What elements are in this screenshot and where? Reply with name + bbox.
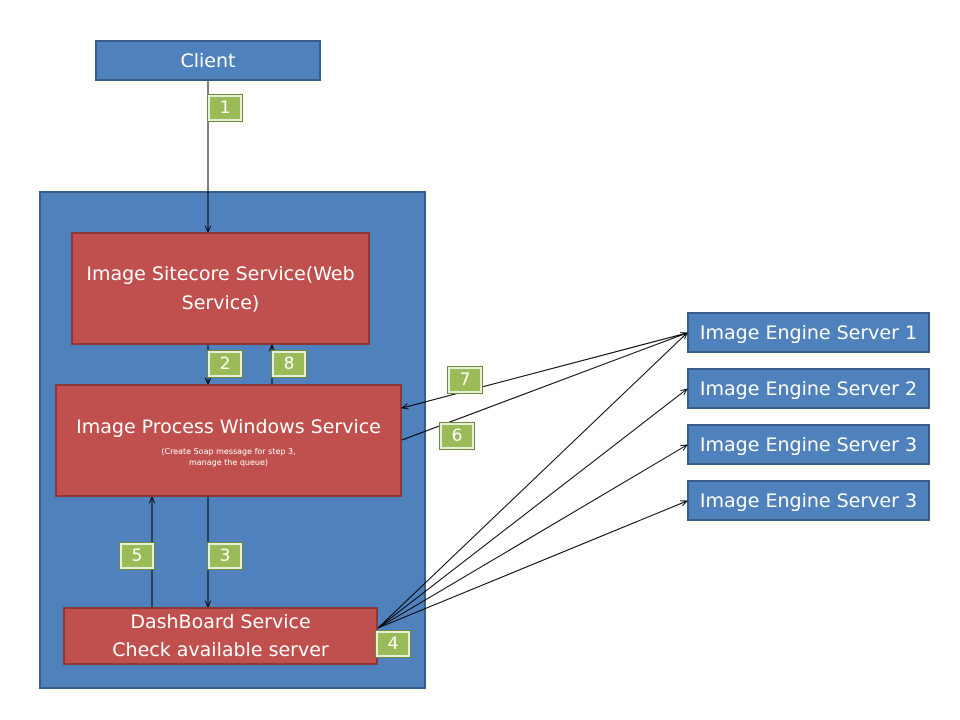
step-label: 1 bbox=[219, 98, 231, 118]
engine-server-1: Image Engine Server 1 bbox=[687, 312, 930, 353]
step-7-badge: 7 bbox=[448, 367, 482, 393]
process-service-note-line2: manage the queue) bbox=[188, 458, 269, 467]
engine-server-label: Image Engine Server 2 bbox=[699, 377, 918, 400]
arrow-process-to-engine1 bbox=[401, 333, 687, 441]
sitecore-service-node: Image Sitecore Service(Web Service) bbox=[71, 232, 370, 345]
step-2-badge: 2 bbox=[208, 351, 242, 377]
dashboard-label-line1: DashBoard Service bbox=[130, 611, 311, 633]
process-service-node: Image Process Windows Service (Create So… bbox=[55, 384, 402, 497]
step-label: 5 bbox=[131, 546, 143, 566]
sitecore-service-label-line1: Image Sitecore Service(Web bbox=[86, 262, 355, 285]
client-label: Client bbox=[180, 49, 236, 72]
process-service-title: Image Process Windows Service bbox=[76, 416, 381, 438]
engine-server-label: Image Engine Server 3 bbox=[699, 433, 918, 456]
step-label: 4 bbox=[387, 634, 399, 654]
arrow-dashboard-to-engine4 bbox=[377, 501, 687, 629]
dashboard-service-node: DashBoard Service Check available server bbox=[63, 607, 378, 665]
step-5-badge: 5 bbox=[120, 543, 154, 569]
dashboard-label-line2: Check available server bbox=[112, 639, 329, 661]
engine-server-3: Image Engine Server 3 bbox=[687, 424, 930, 465]
step-1-badge: 1 bbox=[208, 95, 242, 121]
arrow-engine1-to-process bbox=[402, 332, 688, 408]
arrow-dashboard-to-engine3 bbox=[377, 445, 687, 629]
step-label: 7 bbox=[459, 370, 471, 390]
step-6-badge: 6 bbox=[440, 423, 474, 449]
step-label: 8 bbox=[283, 354, 295, 374]
arrow-dashboard-to-engine2 bbox=[377, 389, 687, 629]
engine-server-label: Image Engine Server 3 bbox=[699, 489, 918, 512]
client-node: Client bbox=[95, 40, 321, 81]
step-8-badge: 8 bbox=[272, 351, 306, 377]
step-4-badge: 4 bbox=[376, 631, 410, 657]
process-service-note-line1: (Create Soap message for step 3, bbox=[161, 447, 296, 456]
step-label: 3 bbox=[219, 546, 231, 566]
engine-server-4: Image Engine Server 3 bbox=[687, 480, 930, 521]
sitecore-service-label-line2: Service) bbox=[181, 291, 260, 314]
engine-server-label: Image Engine Server 1 bbox=[699, 321, 918, 344]
step-3-badge: 3 bbox=[208, 543, 242, 569]
step-label: 2 bbox=[219, 354, 231, 374]
arrow-dashboard-to-engine1 bbox=[377, 333, 687, 629]
engine-server-2: Image Engine Server 2 bbox=[687, 368, 930, 409]
step-label: 6 bbox=[451, 426, 463, 446]
